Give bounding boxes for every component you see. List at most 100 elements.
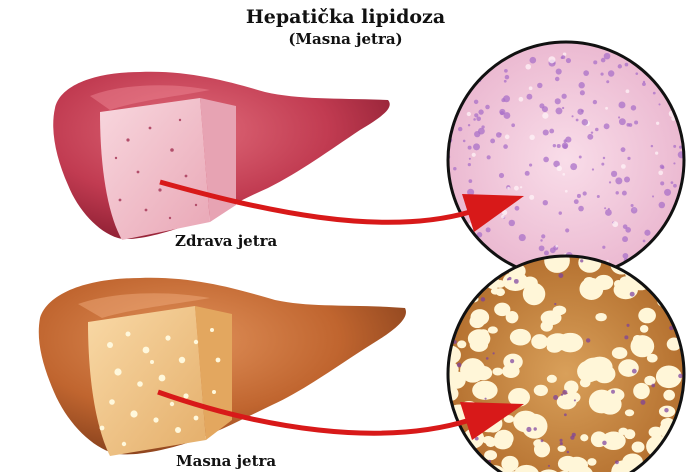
tissue-cell [559,211,562,214]
fatty-liver-illustration [39,278,406,456]
fat-droplet [510,329,531,346]
fat-droplet [640,325,648,333]
tissue-cell [680,196,683,199]
fat-droplet [650,279,661,288]
fat-droplet [661,419,671,429]
tissue-cell [446,270,451,275]
tissue-cell [555,98,561,104]
tissue-cell [530,57,537,64]
tissue-cell [621,164,626,169]
tissue-cell [514,186,519,191]
tissue-cell [626,89,630,93]
tissue-cell [520,186,522,188]
fat-droplet [577,361,600,383]
tissue-cell [504,52,508,56]
fat-droplet [534,385,548,396]
tissue-cell [587,134,593,140]
tissue-cell [549,129,554,134]
tissue-cell [625,63,629,67]
fat-droplet [663,390,675,401]
tissue-cell [652,461,655,464]
healthy-liver-illustration [53,72,390,240]
tissue-cell [468,163,471,166]
tissue-cell [488,57,491,60]
tissue-cell [608,70,614,76]
tissue-cell [635,72,638,75]
tissue-cell [478,109,483,114]
tissue-cell [457,363,462,368]
tissue-cell [467,271,472,276]
tissue-cell [465,259,468,262]
tissue-cell [622,236,628,242]
tissue-cell [501,98,505,102]
fat-droplet [594,275,613,290]
tissue-cell [469,158,471,160]
fat-droplet [612,347,627,359]
tissue-cell [514,279,519,284]
tissue-cell [481,125,484,128]
tissue-cell [574,399,576,401]
tissue-cell [604,53,611,60]
tissue-cell [583,191,587,195]
fat-droplet [506,311,519,323]
tissue-cell [562,390,567,395]
tissue-cell [529,86,533,90]
fat-droplet [633,335,643,343]
tissue-cell [481,297,486,302]
tissue-cell [673,258,679,264]
tissue-cell [555,77,560,82]
tissue-cell [673,184,677,188]
tissue-cell [548,56,555,63]
tissue-cell [615,460,619,464]
fat-droplet [633,383,650,399]
tissue-cell [679,103,681,105]
tissue-cell [505,135,510,140]
tissue-cell [564,413,567,416]
tissue-cell [472,153,476,157]
tissue-cell [660,181,664,185]
tissue-cell [570,163,577,170]
fat-droplet [670,306,681,317]
tissue-cell [643,240,646,243]
tissue-cell [490,139,495,144]
tissue-cell [505,75,509,79]
tissue-cell [651,384,655,388]
fat-droplet [469,315,485,328]
tissue-cell [485,105,490,110]
tissue-cell [623,253,629,259]
tissue-cell [529,163,532,166]
fat-droplet [647,354,658,363]
tissue-cell [611,390,615,394]
tissue-cell [669,229,673,233]
fat-droplet [488,326,498,333]
tissue-cell [475,459,480,464]
fat-droplet [493,434,512,450]
fat-droplet [474,366,492,380]
tissue-cell [616,191,619,194]
tissue-cell [644,265,648,269]
tissue-cell [593,60,597,64]
tissue-cell [499,173,504,178]
fat-droplet [558,456,578,472]
fat-droplet [472,381,497,400]
tissue-cell [467,112,471,116]
fat-droplet [627,269,650,286]
tissue-cell [582,119,588,125]
tissue-cell [583,70,589,76]
tissue-cell [534,427,537,430]
tissue-cell [667,445,671,449]
tissue-cell [562,94,567,99]
tissue-cell [543,157,549,163]
tissue-cell [550,247,556,253]
tissue-cell [565,137,571,143]
tissue-cell [453,90,456,93]
tissue-cell [631,204,634,207]
tissue-cell [556,68,562,74]
tissue-cell [570,435,574,439]
tissue-cell [470,247,473,250]
tissue-cell [466,78,471,83]
tissue-cell [458,127,462,131]
tissue-cell [619,118,626,125]
tissue-cell [630,265,633,268]
